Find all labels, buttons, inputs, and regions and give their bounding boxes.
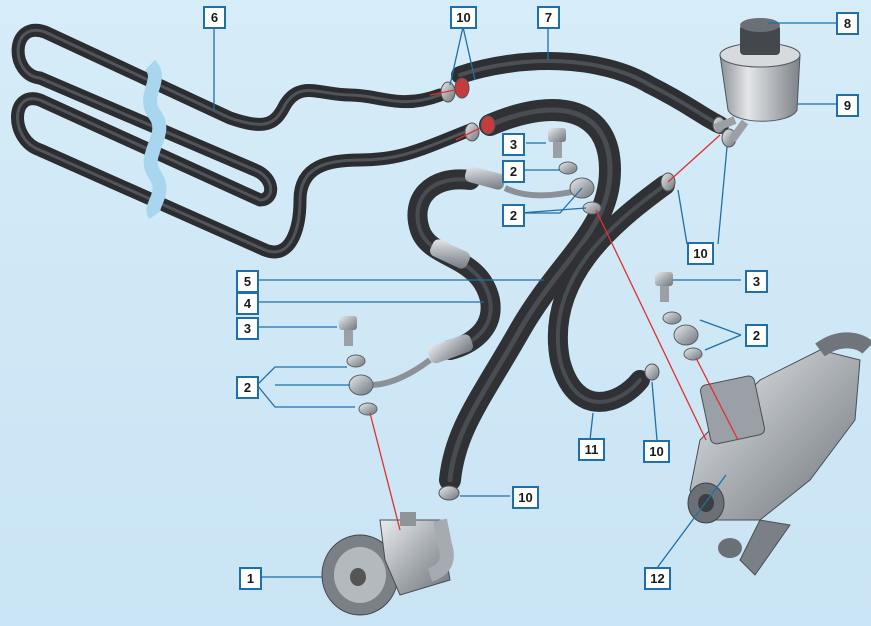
callout-11-gear-hose: 11 [578, 438, 605, 461]
hose-clamps [438, 77, 737, 501]
callout-3-bolt-top: 3 [502, 133, 525, 156]
fitting-tube [464, 166, 506, 190]
callout-1-pump: 1 [239, 567, 262, 590]
callout-4-pressure-hose: 4 [236, 292, 259, 315]
break-mark [143, 60, 167, 220]
banjo-bolts [339, 128, 673, 346]
alignment-lines [369, 89, 739, 531]
callout-12-steering-gear: 12 [644, 567, 671, 590]
fitting-tube [427, 334, 474, 364]
callout-2-washers-top: 2 [502, 160, 525, 183]
callout-6-cooler: 6 [203, 6, 226, 29]
steering-gear [687, 332, 871, 576]
return-hose-gear [547, 175, 675, 412]
return-hose [451, 52, 729, 134]
callout-2-washers-pump: 2 [236, 376, 259, 399]
callout-7-return-hose: 7 [537, 6, 560, 29]
callout-leaders [213, 22, 836, 578]
callout-2-washers-gear: 2 [745, 324, 768, 347]
metal-line [503, 185, 581, 199]
supply-hose [439, 99, 622, 491]
callout-10-clamp-gear: 10 [643, 440, 670, 463]
fitting-tube [430, 239, 470, 269]
callout-10-clamps-top: 10 [450, 6, 477, 29]
fluid-reservoir [713, 18, 801, 143]
callout-10-clamp-pump: 10 [512, 486, 539, 509]
callout-2-washers-mid: 2 [502, 204, 525, 227]
callout-10-clamps-reservoir: 10 [687, 242, 714, 265]
callout-8-cap: 8 [836, 12, 859, 35]
callout-3-bolt-gear: 3 [745, 270, 768, 293]
callout-5-supply-hose: 5 [236, 270, 259, 293]
cooler-tube [11, 23, 477, 259]
metal-line [369, 357, 432, 388]
callout-3-bolt-pump: 3 [236, 317, 259, 340]
callout-9-reservoir: 9 [836, 94, 859, 117]
steering-pump [321, 512, 454, 616]
